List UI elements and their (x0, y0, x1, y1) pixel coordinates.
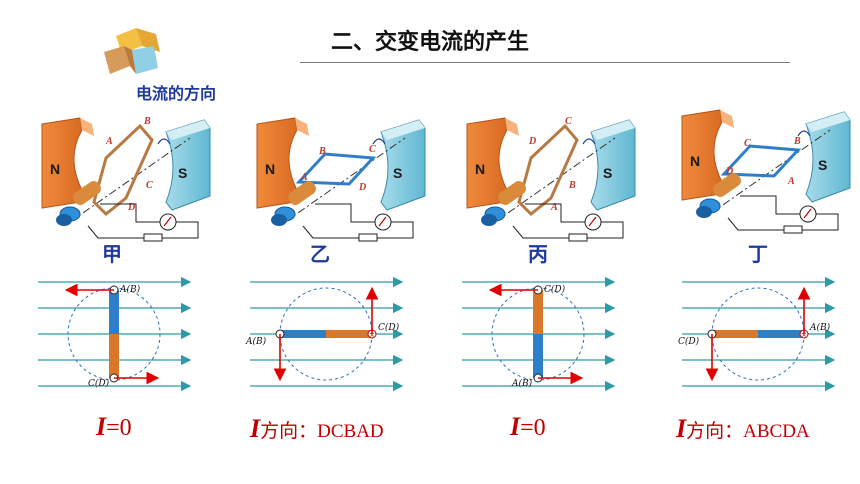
result-jia: I=0 (96, 412, 132, 442)
resistor-icon (358, 233, 378, 242)
generator-illustration-bing: N S D C BA (466, 116, 636, 242)
coil-side (758, 330, 804, 338)
coil-loop (720, 144, 802, 178)
coil-side (712, 330, 758, 338)
result-direction-label: 方向： (686, 420, 744, 442)
generator-illustration-yi: N S B C A D (256, 117, 426, 242)
field-diagram-ding: × C(D) A(B) (678, 276, 836, 392)
coil-letter: A (105, 136, 113, 147)
section-subtitle: 电流的方向 (136, 84, 217, 103)
conductor-label: C(D) (88, 378, 110, 389)
field-diagram-jia: A(B) C(D) (38, 276, 192, 392)
current-symbol: I (96, 412, 107, 441)
coil-letter: C (146, 180, 153, 191)
conductor-label: C(D) (544, 284, 566, 295)
conductor-label: C(D) (678, 336, 700, 347)
magnet-south-label: S (393, 165, 402, 181)
magnet-south (805, 111, 851, 203)
galvanometer-icon (374, 213, 392, 231)
panel-label-ding: 丁 (748, 242, 768, 266)
result-value: =0 (520, 415, 546, 441)
coil-side (326, 330, 372, 338)
coil-letter: B (318, 146, 326, 157)
coil-side (109, 334, 119, 378)
magnet-south (590, 119, 636, 211)
coil-letter: B (143, 116, 151, 127)
svg-text:×: × (801, 331, 807, 339)
conductor-label: A(B) (119, 284, 141, 295)
galvanometer-icon (584, 213, 602, 231)
title-divider (300, 62, 790, 63)
magnet-north-label: N (475, 161, 485, 177)
resistor-icon (783, 225, 803, 234)
current-symbol: I (676, 414, 687, 443)
coil-letter: D (725, 166, 733, 177)
page-title: 二、交变电流的产生 (330, 30, 529, 55)
current-symbol: I (250, 414, 261, 443)
coil-letter: B (793, 136, 801, 147)
result-yi: I方向：DCBAD (250, 414, 384, 444)
magnet-north-label: N (690, 153, 700, 169)
conductor-label: C(D) (378, 322, 400, 333)
magnet-south-label: S (818, 157, 827, 173)
coil-letter: A (787, 176, 795, 187)
coil-loop (295, 152, 377, 186)
panel-label-yi: 乙 (310, 242, 330, 266)
coil-side (109, 290, 119, 334)
magnet-south-label: S (603, 165, 612, 181)
galvanometer-icon (799, 205, 817, 223)
coil-loop (517, 123, 579, 217)
conductor-label: A(B) (245, 336, 267, 347)
coil-letter: B (568, 180, 576, 191)
panel-label-jia: 甲 (102, 242, 122, 266)
current-symbol: I (510, 412, 521, 441)
coil-letter: D (358, 182, 366, 193)
field-diagram-yi: × A(B) C(D) (245, 276, 404, 392)
magnet-south-label: S (178, 165, 187, 181)
panel-label-bing: 丙 (528, 242, 548, 266)
svg-text:×: × (369, 331, 375, 339)
result-value: =0 (106, 415, 132, 441)
field-diagram-bing: C(D) A(B) (462, 276, 616, 392)
coil-letter: A (300, 172, 308, 183)
coil-letter: D (127, 202, 135, 213)
coil-side (280, 330, 326, 338)
conductor-label: A(B) (809, 322, 831, 333)
coil-side (533, 334, 543, 378)
result-ding: I方向：ABCDA (676, 414, 810, 444)
resistor-icon (143, 233, 163, 242)
coil-letter: D (528, 136, 536, 147)
result-sequence: DCBAD (317, 421, 384, 442)
magnet-south (380, 119, 426, 211)
coil-side (533, 290, 543, 334)
galvanometer-icon (159, 213, 177, 231)
coil-letter: C (369, 144, 376, 155)
conductor-label: A(B) (511, 378, 533, 389)
generator-illustration-ding: N S C B D A (681, 109, 851, 234)
magnet-north-label: N (265, 161, 275, 177)
result-direction-label: 方向： (260, 420, 318, 442)
result-sequence: ABCDA (743, 421, 810, 442)
resistor-icon (568, 233, 588, 242)
magnet-north-label: N (50, 161, 60, 177)
magnet-south (165, 119, 211, 211)
generator-illustration-jia: N S A B CD (41, 116, 211, 242)
coil-letter: C (744, 138, 751, 149)
coil-loop (92, 123, 154, 217)
coil-letter: A (550, 202, 558, 213)
coil-letter: C (565, 116, 572, 127)
result-bing: I=0 (510, 412, 546, 442)
logo-cubes (104, 28, 160, 74)
